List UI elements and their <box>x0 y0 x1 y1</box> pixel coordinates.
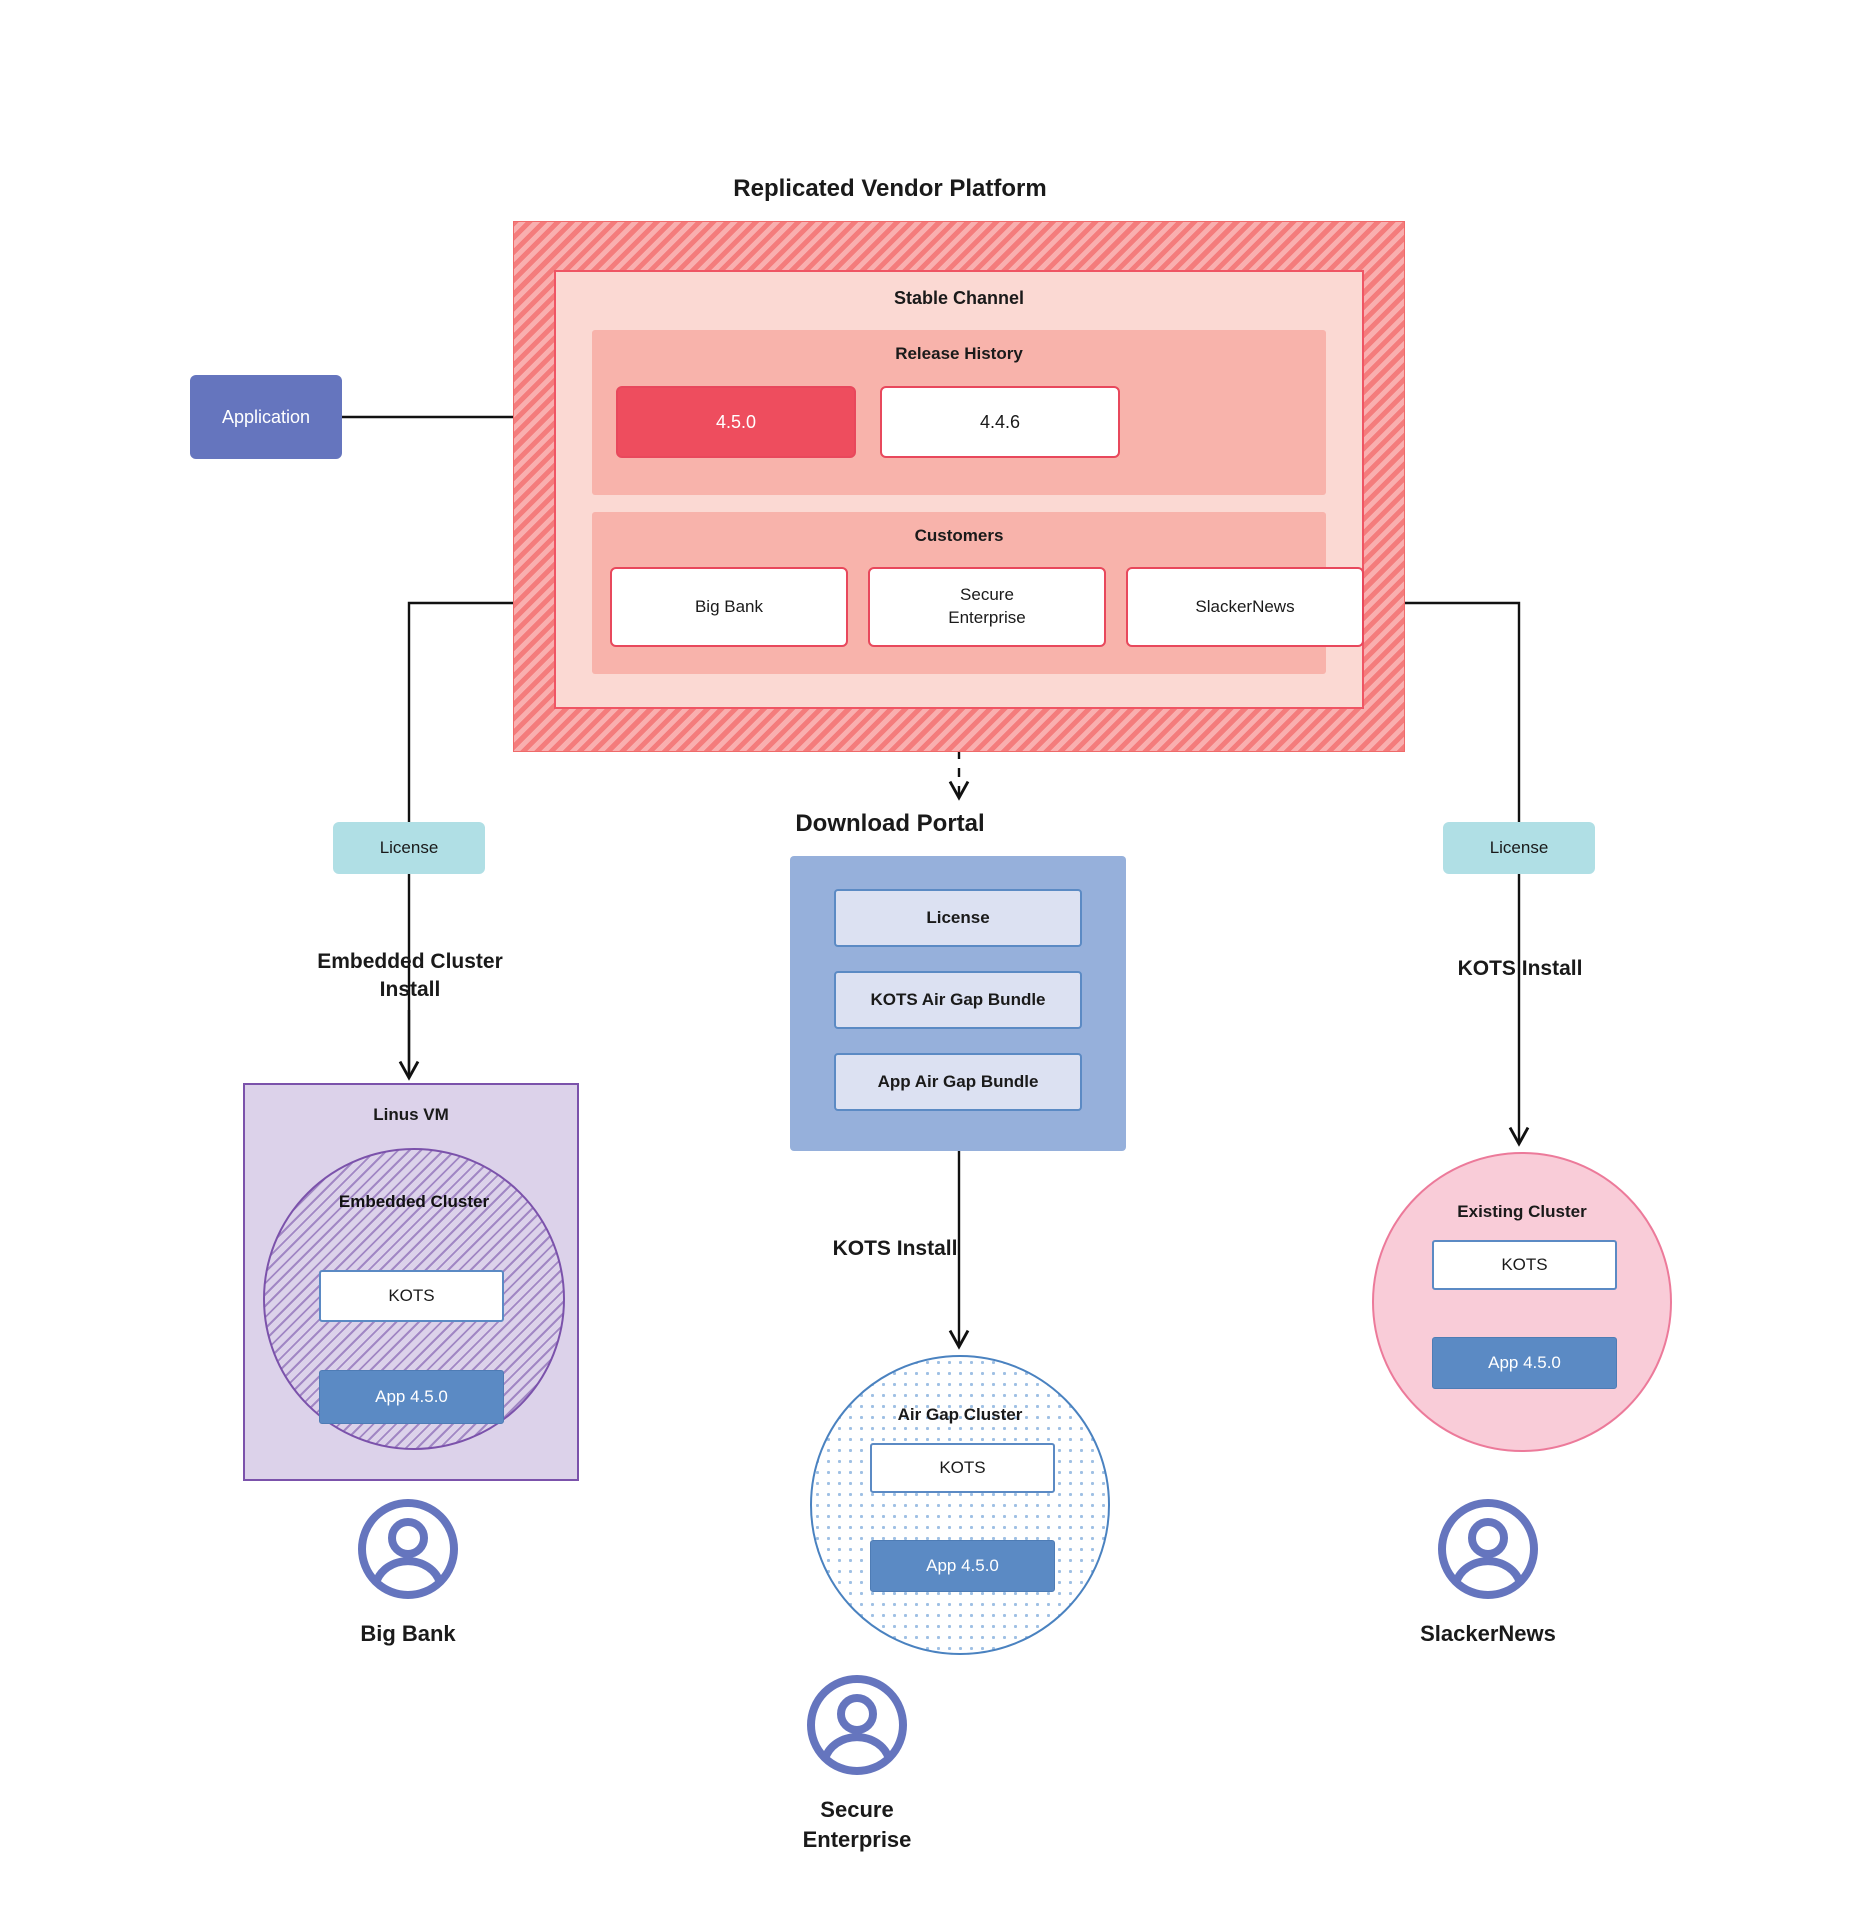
portal-item-app-air-gap-bundle[interactable]: App Air Gap Bundle <box>834 1053 1082 1111</box>
edge-label-kots-install-middle: KOTS Install <box>832 1237 958 1260</box>
air-gap-cluster-kots-box[interactable]: KOTS <box>870 1443 1055 1493</box>
portal-item-label: License <box>926 908 990 927</box>
portal-item-kots-air-gap-bundle[interactable]: KOTS Air Gap Bundle <box>834 971 1082 1029</box>
existing-cluster-app-box[interactable]: App 4.5.0 <box>1432 1337 1617 1389</box>
application-node-label: Application <box>221 406 311 427</box>
embedded-cluster-app-box[interactable]: App 4.5.0 <box>319 1370 504 1424</box>
edge-label-kots-install-right: KOTS Install <box>1457 957 1583 980</box>
customer-card-big-bank[interactable]: Big Bank <box>610 567 848 647</box>
persona-name-label: Big Bank <box>360 1621 456 1646</box>
release-version-label: 4.5.0 <box>715 411 757 432</box>
vendor-platform-panel: Stable Channel Release History 4.5.0 4.4… <box>513 221 1405 752</box>
app-version-label: App 4.5.0 <box>926 1556 999 1575</box>
release-history-panel: Release History 4.5.0 4.4.6 <box>592 330 1326 495</box>
release-item-previous[interactable]: 4.4.6 <box>880 386 1120 458</box>
persona-big-bank: Big Bank <box>278 1497 538 1649</box>
kots-label: KOTS <box>388 1286 435 1305</box>
application-node[interactable]: Application <box>190 375 342 459</box>
existing-cluster-kots-box[interactable]: KOTS <box>1432 1240 1617 1290</box>
release-version-label: 4.4.6 <box>979 411 1021 432</box>
user-avatar-icon <box>1438 1499 1538 1599</box>
release-history-title: Release History <box>895 344 1023 363</box>
air-gap-cluster-app-box[interactable]: App 4.5.0 <box>870 1540 1055 1592</box>
download-portal-panel: License KOTS Air Gap Bundle App Air Gap … <box>790 856 1126 1151</box>
embedded-cluster-kots-box[interactable]: KOTS <box>319 1270 504 1322</box>
kots-label: KOTS <box>939 1458 986 1477</box>
page-title: Replicated Vendor Platform <box>733 175 1047 202</box>
portal-item-label: KOTS Air Gap Bundle <box>870 990 1046 1009</box>
stable-channel-title: Stable Channel <box>893 288 1025 308</box>
persona-slackernews: SlackerNews <box>1358 1497 1618 1649</box>
license-chip-label: License <box>379 838 439 857</box>
customer-card-slackernews[interactable]: SlackerNews <box>1126 567 1364 647</box>
license-chip-left[interactable]: License <box>333 822 485 874</box>
user-avatar-icon <box>807 1675 907 1775</box>
linux-vm-panel: Linus VM Embedded Cluster KOTS App 4.5.0 <box>243 1083 579 1481</box>
portal-item-label: App Air Gap Bundle <box>877 1072 1039 1091</box>
linux-vm-title: Linus VM <box>373 1105 449 1124</box>
kots-label: KOTS <box>1501 1255 1548 1274</box>
customers-title: Customers <box>914 526 1004 545</box>
air-gap-cluster-title: Air Gap Cluster <box>897 1405 1023 1424</box>
customer-name-label: Big Bank <box>694 596 764 616</box>
release-list: 4.5.0 4.4.6 <box>616 386 1120 458</box>
license-chip-label: License <box>1489 838 1549 857</box>
license-chip-right[interactable]: License <box>1443 822 1595 874</box>
app-version-label: App 4.5.0 <box>375 1387 448 1406</box>
customer-name-label: SlackerNews <box>1195 596 1295 616</box>
existing-cluster-circle: Existing Cluster KOTS App 4.5.0 <box>1372 1152 1672 1452</box>
download-portal-title: Download Portal <box>795 810 985 837</box>
app-version-label: App 4.5.0 <box>1488 1353 1561 1372</box>
embedded-cluster-title: Embedded Cluster <box>338 1192 490 1211</box>
user-avatar-icon <box>358 1499 458 1599</box>
release-item-current[interactable]: 4.5.0 <box>616 386 856 458</box>
persona-name-label: SlackerNews <box>1420 1621 1556 1646</box>
air-gap-cluster-circle: Air Gap Cluster KOTS App 4.5.0 <box>810 1355 1110 1655</box>
portal-item-license[interactable]: License <box>834 889 1082 947</box>
stable-channel-panel: Stable Channel Release History 4.5.0 4.4… <box>554 270 1364 709</box>
existing-cluster-title: Existing Cluster <box>1457 1202 1587 1221</box>
